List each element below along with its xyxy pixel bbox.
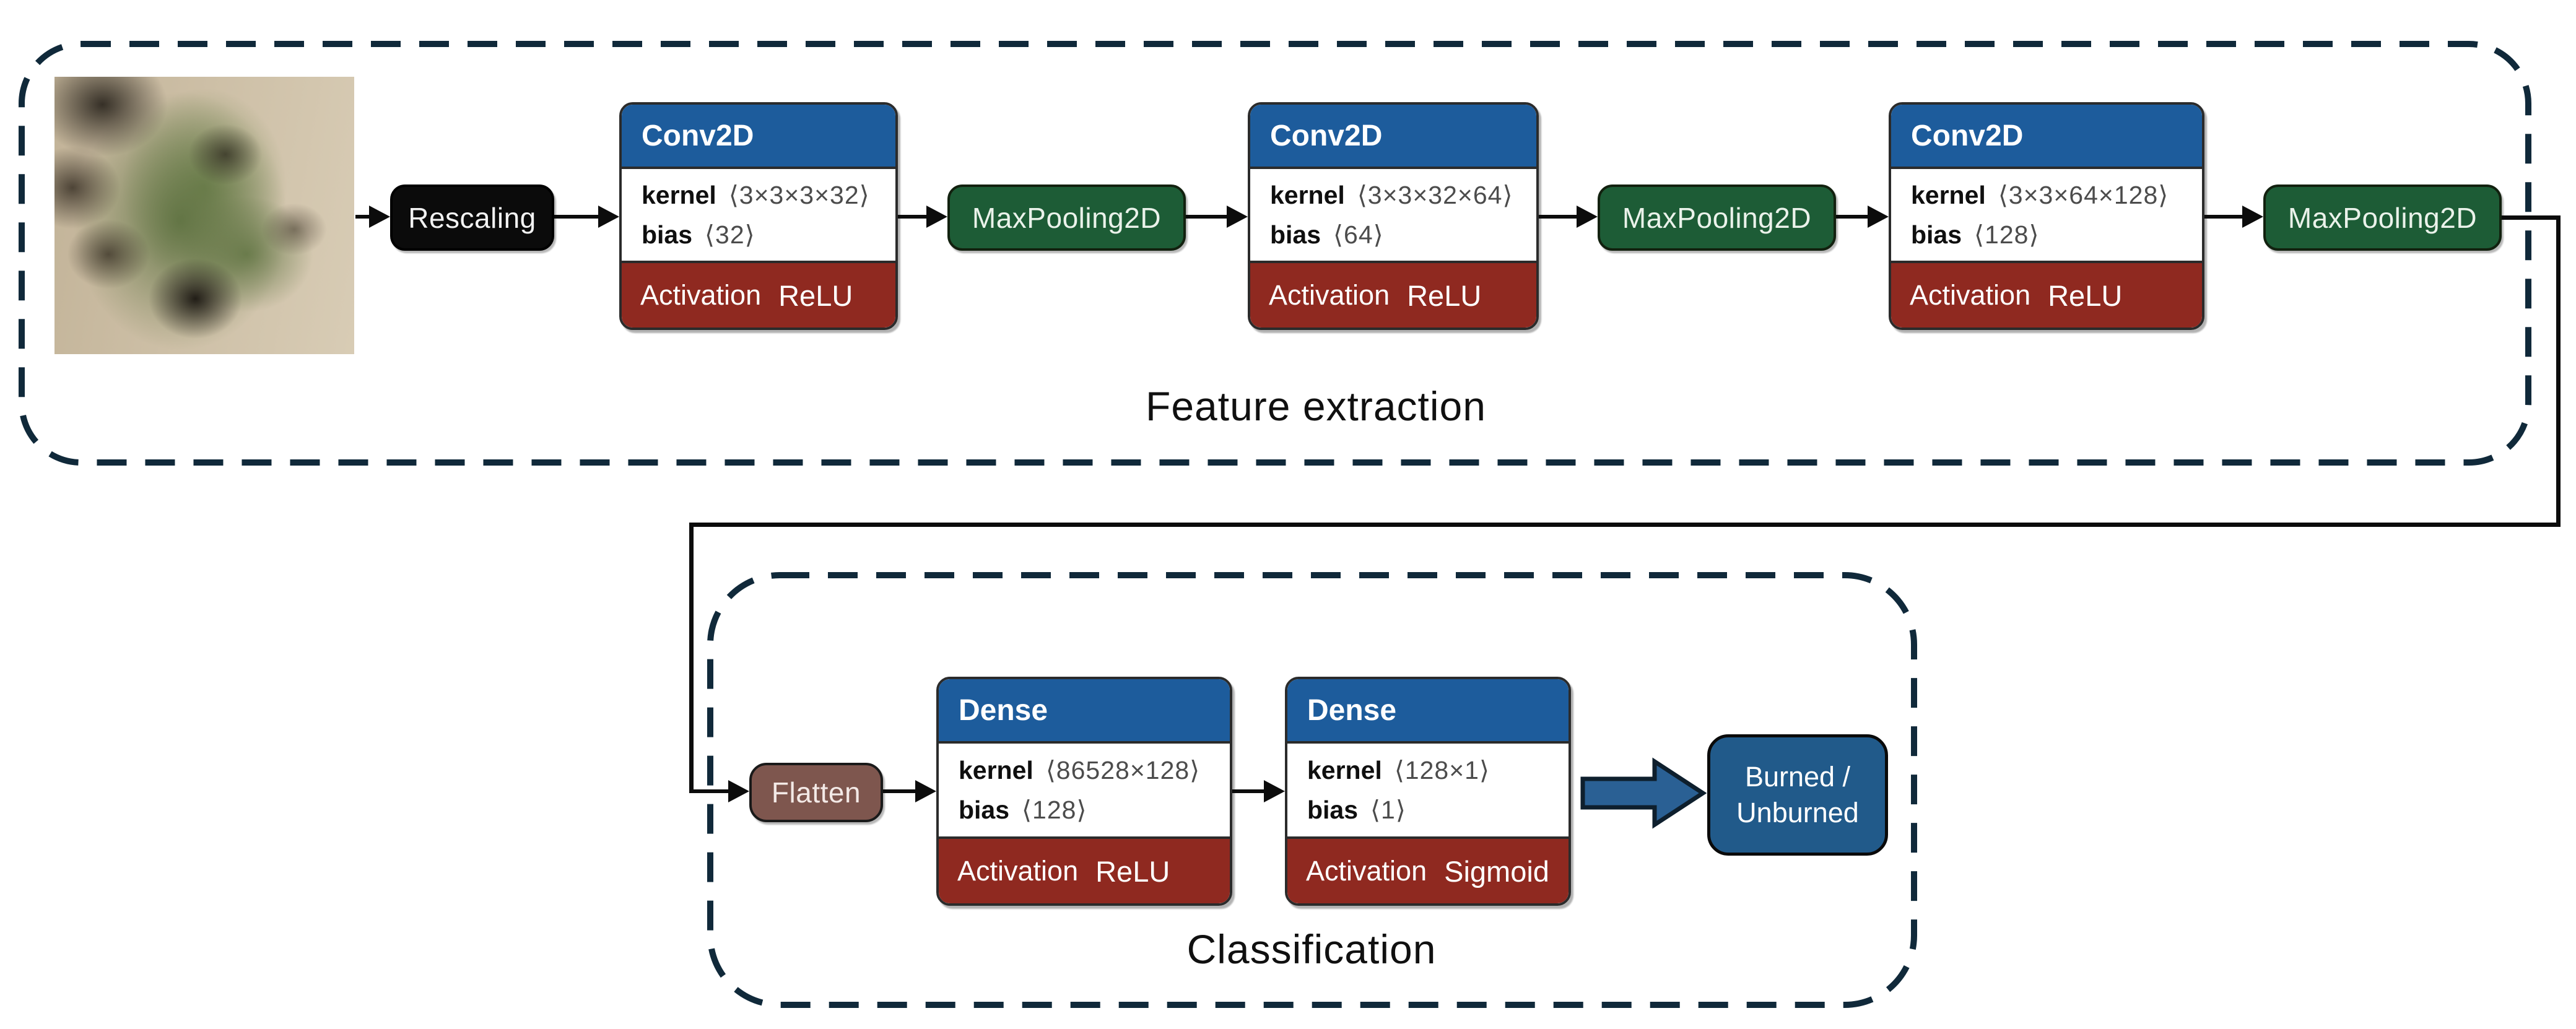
dense1-kernel-row: kernel ⟨86528×128⟩ <box>959 756 1201 784</box>
conv1-header: Conv2D <box>622 105 895 169</box>
conv3-activation: Activation ReLU <box>1891 261 2202 328</box>
conv2d-block-3: Conv2D kernel ⟨3×3×64×128⟩ bias ⟨128⟩ Ac… <box>1889 102 2204 330</box>
arrow-flatten-to-dense1-icon <box>883 780 936 802</box>
arrow-conv2-to-pool2-icon <box>1539 206 1598 228</box>
dense2-bias-row: bias ⟨1⟩ <box>1307 796 1406 824</box>
feature-extraction-label: Feature extraction <box>1146 383 1486 429</box>
output-line2: Unburned <box>1736 797 1859 828</box>
connector-line <box>689 523 2561 527</box>
rescaling-label: Rescaling <box>408 201 536 234</box>
maxpooling-block-3: MaxPooling2D <box>2263 185 2502 251</box>
arrow-rescaling-to-conv1-icon <box>554 206 619 228</box>
conv1-bias-row: bias ⟨32⟩ <box>642 220 755 249</box>
conv2d-block-1: Conv2D kernel ⟨3×3×3×32⟩ bias ⟨32⟩ Activ… <box>619 102 898 330</box>
output-class-box: Burned / Unburned <box>1707 734 1888 856</box>
flatten-layer: Flatten <box>749 763 883 822</box>
feature-extraction-box <box>19 41 2531 466</box>
classification-label: Classification <box>1186 926 1437 972</box>
flatten-label: Flatten <box>771 776 861 809</box>
conv1-kernel-row: kernel ⟨3×3×3×32⟩ <box>642 181 870 209</box>
conv2-bias-row: bias ⟨64⟩ <box>1270 220 1384 249</box>
dense2-kernel-row: kernel ⟨128×1⟩ <box>1307 756 1490 784</box>
conv2-kernel-row: kernel ⟨3×3×32×64⟩ <box>1270 181 1513 209</box>
arrow-conv3-to-pool3-icon <box>2204 206 2263 228</box>
conv3-bias-row: bias ⟨128⟩ <box>1911 220 2040 249</box>
conv2-params: kernel ⟨3×3×32×64⟩ bias ⟨64⟩ <box>1250 169 1536 261</box>
conv3-title: Conv2D <box>1911 119 2024 152</box>
big-arrow-icon <box>1580 757 1707 829</box>
dense1-header: Dense <box>939 679 1230 744</box>
dense2-header: Dense <box>1287 679 1569 744</box>
conv3-params: kernel ⟨3×3×64×128⟩ bias ⟨128⟩ <box>1891 169 2202 261</box>
maxpooling-block-1: MaxPooling2D <box>947 185 1186 251</box>
conv1-params: kernel ⟨3×3×3×32⟩ bias ⟨32⟩ <box>622 169 895 261</box>
output-line1: Burned / <box>1744 760 1851 792</box>
dense1-bias-row: bias ⟨128⟩ <box>959 796 1087 824</box>
maxpool2-label: MaxPooling2D <box>1622 201 1812 234</box>
conv2-title: Conv2D <box>1270 119 1383 152</box>
maxpooling-block-2: MaxPooling2D <box>1598 185 1836 251</box>
dense1-params: kernel ⟨86528×128⟩ bias ⟨128⟩ <box>939 744 1230 836</box>
arrow-conv1-to-pool1-icon <box>898 206 947 228</box>
conv2-activation: Activation ReLU <box>1250 261 1536 328</box>
connector-line <box>689 523 694 793</box>
conv1-title: Conv2D <box>642 119 754 152</box>
dense2-params: kernel ⟨128×1⟩ bias ⟨1⟩ <box>1287 744 1569 836</box>
rescaling-layer: Rescaling <box>390 185 554 251</box>
arrow-connector-to-flatten-icon <box>691 780 749 802</box>
conv3-header: Conv2D <box>1891 105 2202 169</box>
dense1-title: Dense <box>959 693 1048 727</box>
classification-box <box>707 572 1917 1008</box>
dense-block-1: Dense kernel ⟨86528×128⟩ bias ⟨128⟩ Acti… <box>936 677 1232 906</box>
conv2d-block-2: Conv2D kernel ⟨3×3×32×64⟩ bias ⟨64⟩ Acti… <box>1248 102 1539 330</box>
arrow-photo-to-rescaling-icon <box>355 206 390 228</box>
dense-block-2: Dense kernel ⟨128×1⟩ bias ⟨1⟩ Activation… <box>1285 677 1571 906</box>
dense1-activation: Activation ReLU <box>939 836 1230 903</box>
conv2-header: Conv2D <box>1250 105 1536 169</box>
arrow-pool2-to-conv3-icon <box>1836 206 1889 228</box>
dense2-title: Dense <box>1307 693 1397 727</box>
arrow-dense1-to-dense2-icon <box>1232 780 1285 802</box>
connector-line <box>2502 215 2561 220</box>
connector-line <box>2556 215 2561 527</box>
conv3-kernel-row: kernel ⟨3×3×64×128⟩ <box>1911 181 2169 209</box>
conv1-activation: Activation ReLU <box>622 261 895 328</box>
maxpool1-label: MaxPooling2D <box>972 201 1162 234</box>
maxpool3-label: MaxPooling2D <box>2287 201 2478 234</box>
dense2-activation: Activation Sigmoid <box>1287 836 1569 903</box>
arrow-pool1-to-conv2-icon <box>1186 206 1248 228</box>
input-image-photo <box>54 77 354 354</box>
